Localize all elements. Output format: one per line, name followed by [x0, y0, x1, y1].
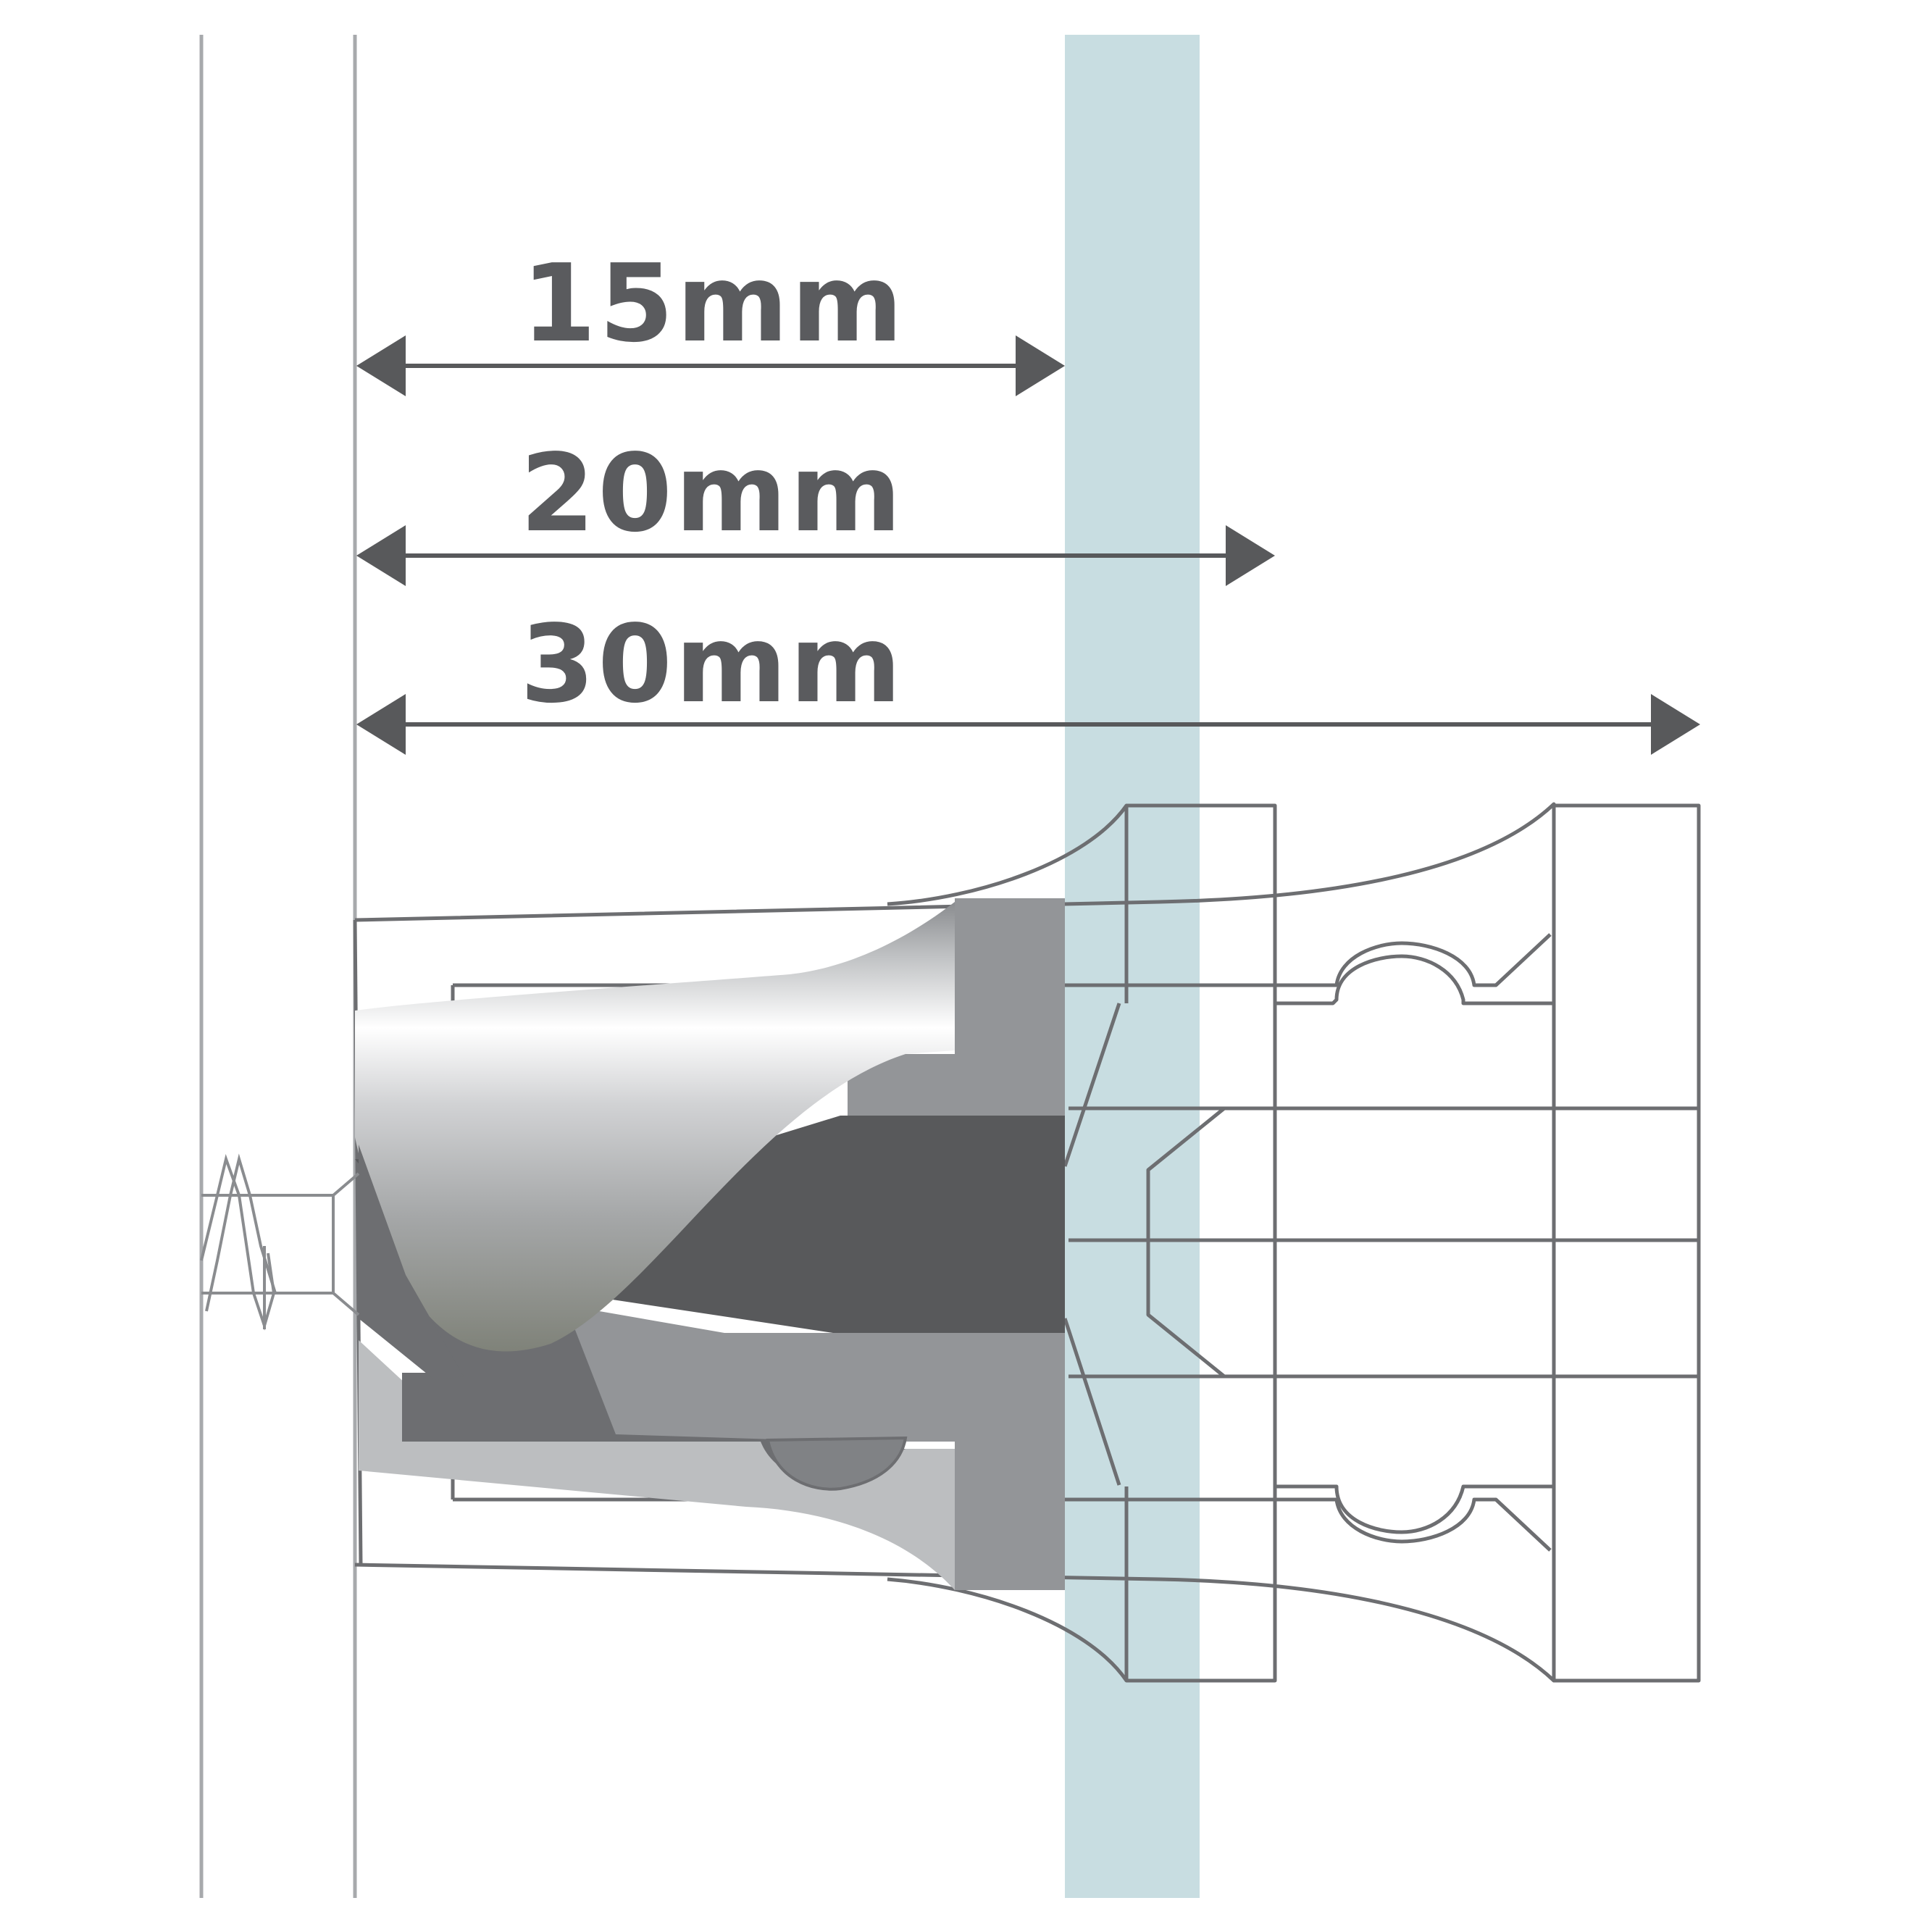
dimension-label-30mm: 30mm: [520, 602, 904, 727]
dimension-label-20mm: 20mm: [520, 431, 904, 556]
dimension-20mm: 20mm: [356, 431, 1275, 586]
glass-panel: [1065, 35, 1200, 1898]
arrow-right-icon: [1651, 694, 1700, 755]
arrow-right-icon: [1016, 335, 1065, 396]
dimension-label-15mm: 15mm: [522, 241, 906, 366]
dimension-30mm: 30mm: [356, 602, 1700, 755]
arrow-left-icon: [356, 525, 406, 586]
dimension-15mm: 15mm: [356, 241, 1065, 396]
arrow-right-icon: [1226, 525, 1275, 586]
arrow-left-icon: [356, 335, 406, 396]
fitting-section: [355, 898, 1065, 1590]
screw: [200, 1153, 360, 1331]
arrow-left-icon: [356, 694, 406, 755]
